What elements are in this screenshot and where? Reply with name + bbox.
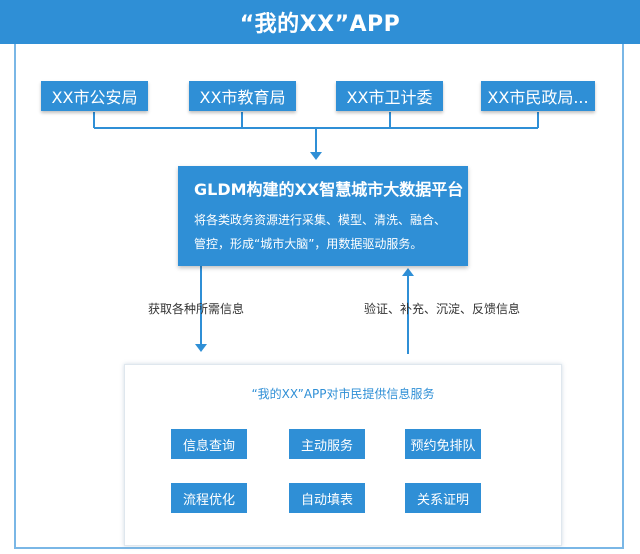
service-label: 主动服务 — [300, 438, 353, 454]
up-flow-arrowhead — [402, 268, 414, 276]
service-auto-fill: 自动填表 — [289, 483, 365, 513]
up-flow-label: 验证、补充、沉淀、反馈信息 — [364, 302, 521, 316]
dept-label: XX市公安局 — [51, 88, 138, 107]
dept-label: XX市教育局 — [199, 88, 286, 107]
outer-frame — [14, 44, 624, 549]
dept-box-education: XX市教育局 — [189, 81, 296, 111]
big-data-platform-box: GLDM构建的XX智慧城市大数据平台 将各类政务资源进行采集、模型、清洗、融合、… — [178, 166, 468, 266]
dept-box-civil-affairs: XX市民政局... — [481, 81, 595, 111]
service-label: 流程优化 — [182, 492, 235, 508]
service-label: 关系证明 — [416, 492, 469, 508]
platform-description-line-1: 将各类政务资源进行采集、模型、清洗、融合、 — [194, 213, 447, 227]
platform-title: GLDM构建的XX智慧城市大数据平台 — [194, 180, 464, 199]
down-flow-arrowhead — [195, 344, 207, 352]
bus-to-platform-arrowhead — [310, 152, 322, 160]
app-title-banner: “我的XX”APP — [0, 0, 640, 44]
service-proactive: 主动服务 — [289, 429, 365, 459]
platform-description-line-2: 管控，形成“城市大脑”，用数据驱动服务。 — [194, 237, 423, 251]
services-title: “我的XX”APP对市民提供信息服务 — [251, 387, 435, 401]
citizen-services-panel: “我的XX”APP对市民提供信息服务 信息查询 主动服务 预约免排队 流程优化 … — [124, 364, 562, 546]
service-appointment: 预约免排队 — [405, 429, 481, 459]
down-flow-label: 获取各种所需信息 — [148, 302, 245, 316]
dept-label: XX市卫计委 — [346, 88, 433, 107]
service-label: 自动填表 — [300, 492, 353, 508]
service-info-query: 信息查询 — [171, 429, 247, 459]
dept-box-public-security: XX市公安局 — [41, 81, 148, 111]
service-label: 信息查询 — [182, 438, 235, 454]
app-title: “我的XX”APP — [239, 12, 401, 37]
service-process-optimization: 流程优化 — [171, 483, 247, 513]
service-relationship-proof: 关系证明 — [405, 483, 481, 513]
dept-label: XX市民政局... — [487, 88, 589, 107]
service-label: 预约免排队 — [410, 438, 476, 454]
dept-box-health: XX市卫计委 — [336, 81, 443, 111]
